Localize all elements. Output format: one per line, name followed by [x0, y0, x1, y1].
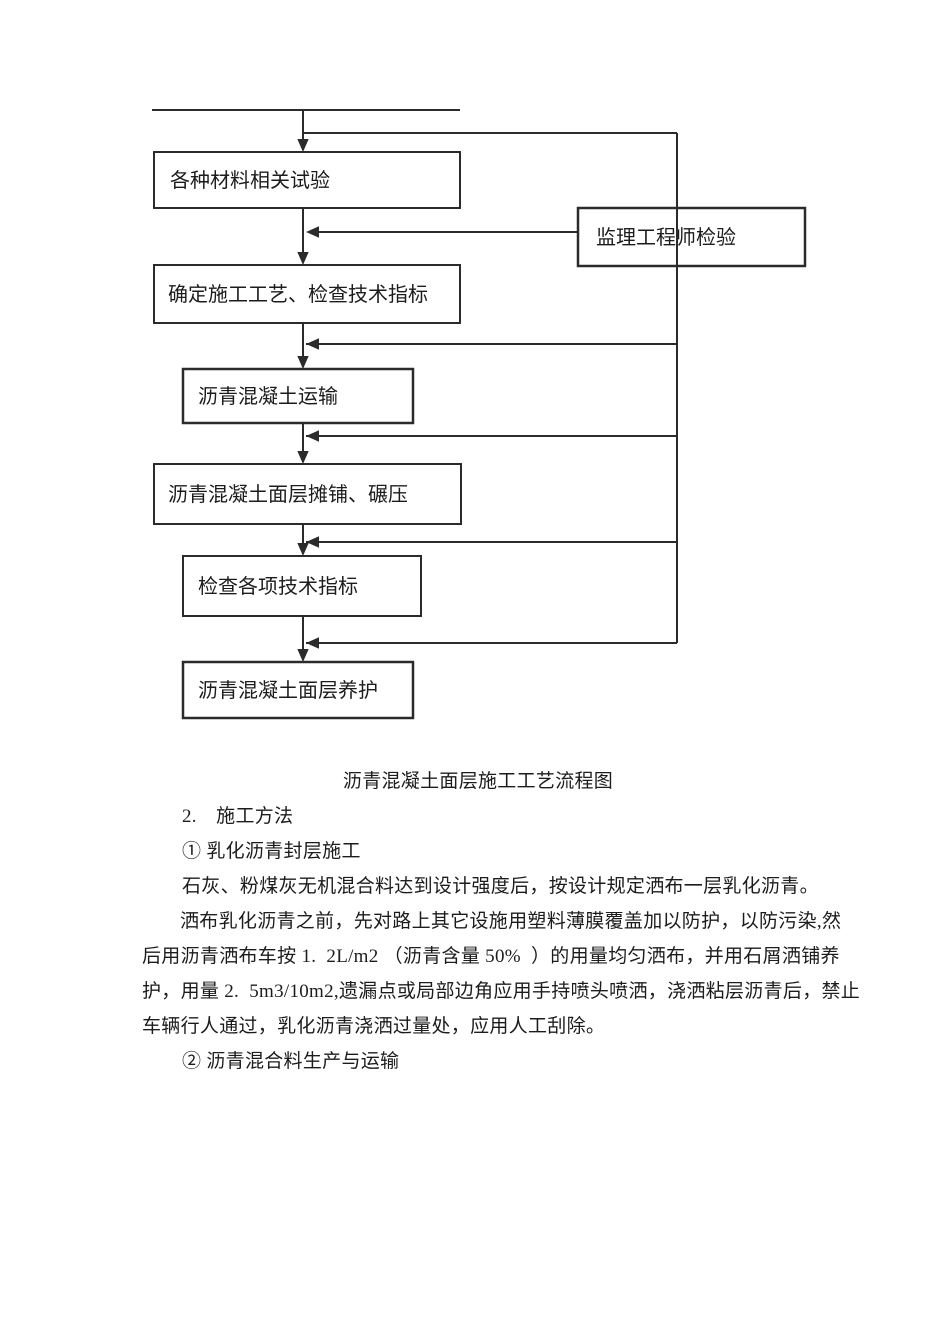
flow-label-material-test: 各种材料相关试验 — [170, 169, 330, 192]
flow-label-paving-rolling: 沥青混凝土面层摊铺、碾压 — [168, 483, 408, 506]
flow-arrowheads — [297, 139, 319, 662]
flow-box-transport — [181, 367, 415, 425]
arrowhead-left-icon — [306, 430, 319, 442]
arrowhead-left-icon — [306, 637, 319, 649]
flow-box-paving-rolling — [153, 463, 462, 525]
construction-flowchart: 各种材料相关试验 监理工程师检验 确定施工工艺、检查技术指标 沥青混凝土运输 沥… — [152, 109, 807, 720]
flow-box-check-indicators — [182, 555, 422, 617]
arrowhead-left-icon — [306, 338, 319, 350]
flow-label-check-indicators: 检查各项技术指标 — [198, 575, 358, 598]
arrowhead-down-icon — [297, 356, 309, 369]
list-item-2: ② 沥青混合料生产与运输 — [182, 1051, 400, 1072]
flow-connectors — [152, 109, 677, 660]
arrowhead-left-icon — [306, 536, 319, 548]
flow-box-determine-process — [153, 264, 461, 324]
paragraph-2-line-3: 护，用量 2. 5m3/10m2,遗漏点或局部边角应用手持喷头喷洒，浇洒粘层沥青… — [142, 981, 861, 1002]
flow-label-determine-process: 确定施工工艺、检查技术指标 — [168, 283, 428, 306]
flow-labels: 各种材料相关试验 监理工程师检验 确定施工工艺、检查技术指标 沥青混凝土运输 沥… — [168, 169, 736, 702]
flow-feedback-lines — [306, 133, 678, 644]
flow-label-supervisor-check: 监理工程师检验 — [596, 226, 736, 249]
flow-box-material-test — [153, 151, 461, 209]
flow-box-curing — [181, 660, 415, 720]
list-item-1: ① 乳化沥青封层施工 — [182, 841, 361, 862]
arrowhead-down-icon — [297, 543, 309, 556]
arrowhead-left-icon — [306, 226, 319, 238]
arrowhead-down-icon — [297, 649, 309, 662]
arrowhead-down-icon — [297, 252, 309, 265]
arrowhead-down-icon — [297, 451, 309, 464]
arrowhead-down-icon — [297, 139, 309, 152]
flow-box-supervisor-check — [576, 206, 807, 268]
paragraph-1: 石灰、粉煤灰无机混合料达到设计强度后，按设计规定洒布一层乳化沥青。 — [182, 876, 819, 897]
section-heading: 2. 施工方法 — [182, 806, 294, 827]
paragraph-2-line-1: 洒布乳化沥青之前，先对路上其它设施用塑料薄膜覆盖加以防护，以防污染,然 — [180, 911, 842, 932]
flowchart-caption: 沥青混凝土面层施工工艺流程图 — [342, 771, 614, 792]
flow-label-transport: 沥青混凝土运输 — [198, 385, 338, 408]
paragraph-2-line-4: 车辆行人通过，乳化沥青浇洒过量处，应用人工刮除。 — [142, 1016, 606, 1037]
paragraph-2-line-2: 后用沥青洒布车按 1. 2L/m2 （沥青含量 50% ）的用量均匀洒布，并用石… — [142, 946, 840, 967]
flow-boxes — [153, 151, 807, 720]
flow-label-curing: 沥青混凝土面层养护 — [198, 679, 378, 702]
